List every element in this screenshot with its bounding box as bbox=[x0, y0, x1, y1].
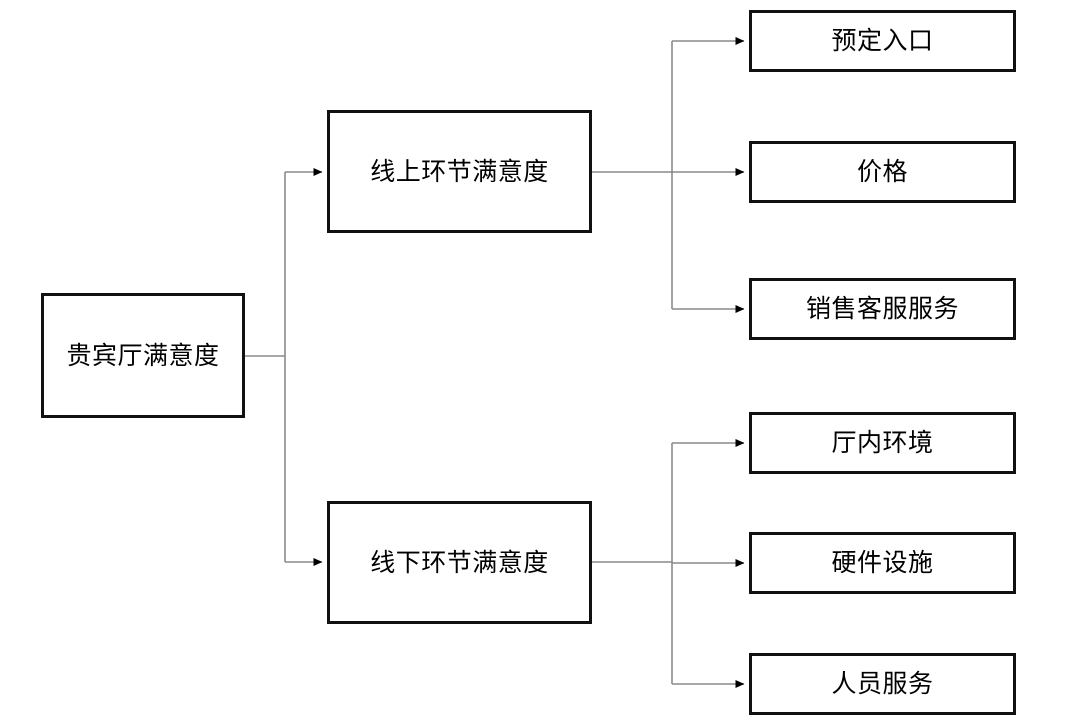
node-leaf-sales-customer-service-label: 销售客服服务 bbox=[805, 294, 959, 323]
node-leaf-sales-customer-service[interactable]: 销售客服服务 bbox=[749, 278, 1016, 340]
node-leaf-lounge-environment-label: 厅内环境 bbox=[831, 428, 934, 457]
node-leaf-lounge-environment[interactable]: 厅内环境 bbox=[749, 412, 1016, 474]
node-leaf-booking-entry-label: 预定入口 bbox=[831, 26, 934, 55]
node-leaf-booking-entry[interactable]: 预定入口 bbox=[749, 10, 1016, 72]
node-leaf-price-label: 价格 bbox=[856, 157, 908, 186]
node-root-label: 贵宾厅满意度 bbox=[66, 340, 220, 370]
node-leaf-staff-service-label: 人员服务 bbox=[831, 669, 934, 698]
connector-root-to-branches bbox=[245, 168, 323, 566]
node-leaf-staff-service[interactable]: 人员服务 bbox=[749, 653, 1016, 715]
node-leaf-price[interactable]: 价格 bbox=[749, 141, 1016, 203]
node-leaf-hardware-facilities[interactable]: 硬件设施 bbox=[749, 532, 1016, 594]
node-branch-offline-label: 线下环节满意度 bbox=[370, 547, 549, 577]
connector-offline-to-leaves bbox=[592, 439, 745, 688]
connector-online-to-leaves bbox=[592, 37, 745, 313]
node-leaf-hardware-facilities-label: 硬件设施 bbox=[831, 548, 934, 577]
node-branch-online-label: 线上环节满意度 bbox=[370, 156, 549, 186]
node-branch-offline-satisfaction[interactable]: 线下环节满意度 bbox=[327, 501, 592, 624]
node-branch-online-satisfaction[interactable]: 线上环节满意度 bbox=[327, 110, 592, 233]
node-root-vip-lounge-satisfaction[interactable]: 贵宾厅满意度 bbox=[41, 293, 245, 418]
